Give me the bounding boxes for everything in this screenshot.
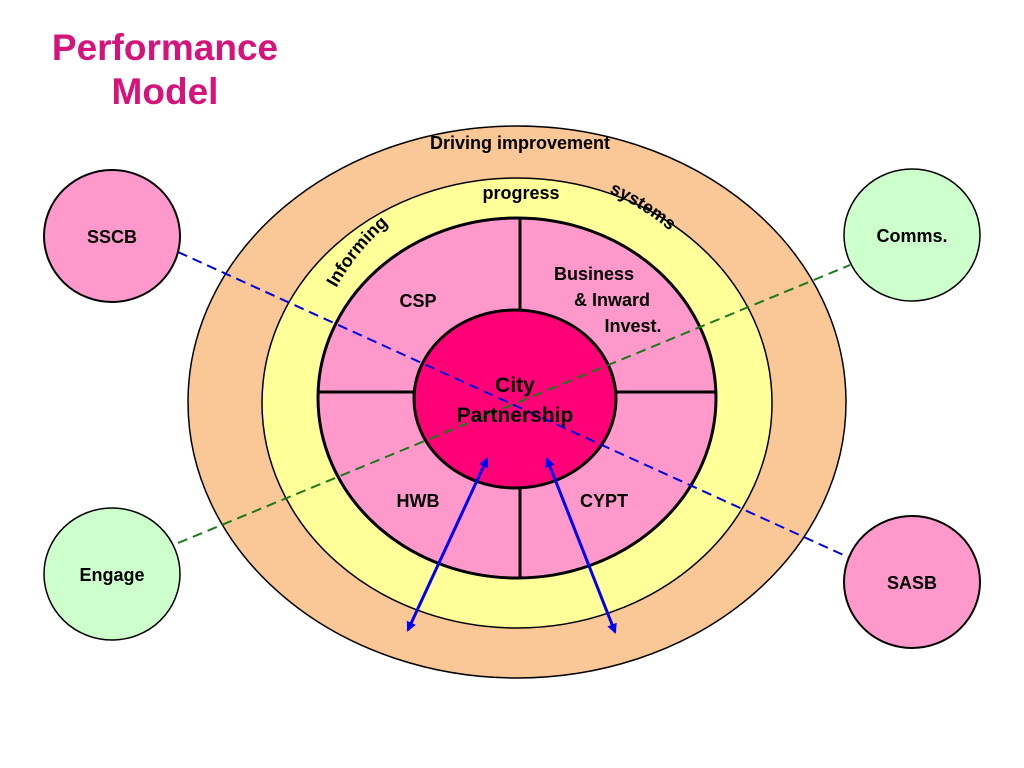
satellite-sasb [843,515,981,649]
satellite-comms-label: Comms. [876,226,947,246]
center-label-line-1: City [495,374,535,397]
arrow-right [545,457,617,634]
arrow-left [406,457,489,632]
quadrant-business-line-2: & Inward [574,290,650,310]
middle-ring-top-label: progress [482,183,559,203]
satellite-sscb [43,169,181,303]
quadrant-csp-label: CSP [399,291,436,311]
quadrant-cypt-label: CYPT [580,491,628,511]
center-label-line-2: Partnership [457,404,574,427]
center-circle [412,308,618,490]
satellite-engage [43,507,181,641]
title-line-2: Model [111,71,219,112]
satellite-engage-label: Engage [79,565,144,585]
outer-ring-label: Driving improvement [430,133,610,153]
dashed-line-green [177,264,851,544]
quadrant-business-line-3: Invest. [604,316,661,336]
satellite-comms [843,168,981,302]
dashed-line-blue [177,251,851,559]
satellite-sscb-label: SSCB [87,227,137,247]
title-line-1: Performance [51,27,279,68]
quadrant-business-line-1: Business [554,264,634,284]
satellite-sasb-label: SASB [887,573,937,593]
page-title: Performance Model [30,26,300,114]
quadrant-hwb-label: HWB [397,491,440,511]
